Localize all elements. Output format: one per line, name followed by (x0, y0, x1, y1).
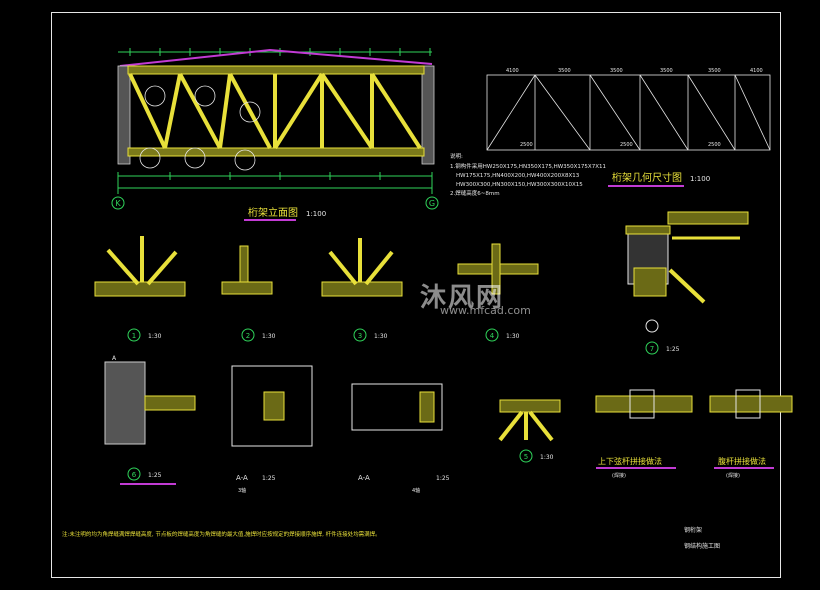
chord-joint-title: 上下弦杆拼接做法 (598, 456, 662, 466)
detail-2: 2 1:30 (221, 245, 276, 342)
detail-5: 5 1:30 (498, 399, 561, 463)
section-scale: 1:25 (436, 475, 450, 482)
material-notes: 说明: 1.钢构件采用HW250X175,HN350X175,HW350X175… (450, 152, 606, 197)
truss-elevation: K G 桁架立面图 1:100 (111, 48, 439, 221)
section-scale: 1:25 (262, 475, 276, 482)
detail-7: 7 1:25 (625, 211, 749, 355)
detail-num: 1 (132, 332, 136, 340)
section-label: A-A (236, 474, 248, 482)
geom-dim: 2500 (620, 142, 633, 148)
geom-dim: 4100 (506, 68, 519, 74)
web-joint-detail: 腹杆拼接做法 (焊接) (709, 389, 793, 479)
geom-dim: 3500 (558, 68, 571, 74)
truss-elevation-title: 桁架立面图 (248, 206, 298, 219)
geom-dim: 3500 (708, 68, 721, 74)
truss-elevation-scale: 1:100 (306, 210, 326, 218)
detail-scale: 1:30 (540, 454, 554, 461)
notes-line: 2.焊缝高度6~8mm (450, 189, 500, 197)
watermark-logo: 沐风网 (420, 283, 505, 313)
title-block-line1: 钢桁架 (684, 526, 702, 534)
geom-dim: 3500 (660, 68, 673, 74)
truss-geometry-diagram (486, 74, 771, 151)
chord-joint-sub: (焊接) (612, 472, 626, 479)
detail-scale: 1:25 (148, 472, 162, 479)
title-block-line2: 钢结构施工图 (684, 542, 720, 550)
detail-num: 5 (524, 453, 528, 461)
section-sub: 4轴 (412, 487, 420, 494)
notes-line: HW175X175,HN400X200,HW400X200X8X13 (456, 173, 580, 179)
detail-num: 7 (650, 345, 654, 353)
geom-dim: 2500 (520, 142, 533, 148)
bottom-note: 注:未注明的均为角焊缝满焊焊缝高度, 节点板的焊缝高度为角焊缝的最大值,施焊时应… (62, 530, 381, 538)
drawing-border (51, 12, 781, 578)
web-joint-title: 腹杆拼接做法 (718, 456, 766, 466)
detail-6: A 6 1:25 (104, 355, 196, 485)
chord-joint-detail: 上下弦杆拼接做法 (焊接) (595, 389, 693, 479)
geometry-top-dims: 4100 3500 3500 3500 3500 4100 2500 2500 … (506, 68, 763, 148)
detail-scale: 1:30 (506, 333, 520, 340)
section-label: A-A (358, 474, 370, 482)
geom-dim: 3500 (610, 68, 623, 74)
axis-right-label: G (429, 199, 435, 208)
section-sub: 3轴 (238, 487, 246, 494)
geom-dim: 2500 (708, 142, 721, 148)
section-mark: A (112, 355, 117, 362)
truss-geometry-title: 桁架几何尺寸图 (612, 171, 682, 184)
section-aa-1: A-A 1:25 3轴 (231, 365, 313, 494)
detail-scale: 1:25 (666, 346, 680, 353)
detail-scale: 1:30 (148, 333, 162, 340)
notes-line: 1.钢构件采用HW250X175,HN350X175,HW350X175X7X1… (450, 162, 606, 170)
watermark-url: www.mfcad.com (440, 304, 531, 317)
detail-scale: 1:30 (374, 333, 388, 340)
detail-scale: 1:30 (262, 333, 276, 340)
detail-num: 2 (246, 332, 250, 340)
section-aa-2: A-A 1:25 4轴 (351, 383, 450, 494)
web-joint-sub: (焊接) (726, 472, 740, 479)
notes-line: HW300X300,HN300X150,HW300X300X10X15 (456, 182, 583, 188)
detail-1: 1 1:30 (94, 236, 186, 342)
notes-head: 说明: (450, 152, 463, 160)
detail-num: 6 (132, 471, 137, 479)
detail-num: 3 (358, 332, 362, 340)
geom-dim: 4100 (750, 68, 763, 74)
detail-num: 4 (490, 332, 495, 340)
axis-left-label: K (115, 199, 121, 208)
truss-geometry-scale: 1:100 (690, 175, 710, 183)
detail-3: 3 1:30 (321, 238, 403, 342)
detail-4: 4 1:30 (457, 243, 539, 342)
